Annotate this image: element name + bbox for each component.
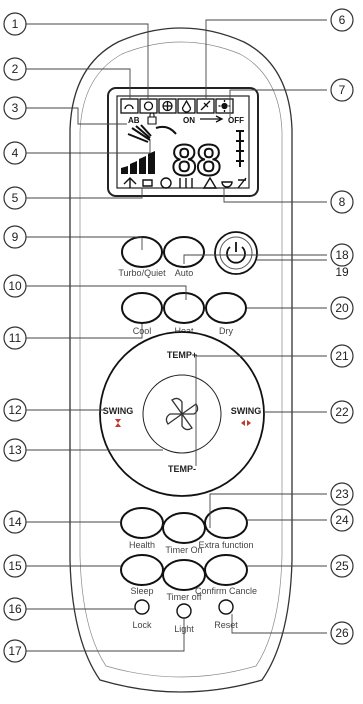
callout-1: 1	[12, 17, 19, 31]
callout-19: 19	[335, 265, 349, 279]
callout-10: 10	[8, 279, 22, 293]
lock-label: Lock	[132, 620, 152, 630]
temp-plus-button[interactable]: TEMP+	[167, 350, 197, 360]
lock-button[interactable]	[135, 600, 149, 614]
lcd-temperature-digits: 88	[172, 136, 221, 185]
callouts-right	[331, 9, 353, 644]
reset-button[interactable]	[219, 600, 233, 614]
heat-button[interactable]	[164, 293, 204, 323]
callout-22: 22	[335, 405, 349, 419]
confirm-cancel-label: Confirm Cancle	[195, 586, 257, 596]
lcd-ab-text: AB	[128, 116, 140, 125]
turbo-quiet-label: Turbo/Quiet	[118, 268, 166, 278]
callout-2: 2	[12, 62, 19, 76]
swing-horizontal-button[interactable]: SWING	[231, 406, 262, 416]
confirm-cancel-button[interactable]	[205, 555, 247, 585]
callout-14: 14	[8, 515, 22, 529]
callout-17: 17	[8, 644, 22, 658]
callout-26: 26	[335, 626, 349, 640]
health-label: Health	[129, 540, 155, 550]
extra-function-label: Extra function	[198, 540, 253, 550]
extra-function-button[interactable]	[205, 508, 247, 538]
temp-minus-button[interactable]: TEMP-	[168, 464, 196, 474]
light-button[interactable]	[177, 604, 191, 618]
sleep-label: Sleep	[130, 586, 153, 596]
swing-vertical-button[interactable]: SWING	[103, 406, 134, 416]
callout-9: 9	[12, 230, 19, 244]
dry-label: Dry	[219, 326, 233, 336]
callout-8: 8	[339, 195, 346, 209]
callout-18: 18	[335, 248, 349, 262]
callout-24: 24	[335, 513, 349, 527]
callout-5: 5	[12, 191, 19, 205]
reset-label: Reset	[214, 620, 238, 630]
callout-7: 7	[339, 83, 346, 97]
callout-4: 4	[12, 146, 19, 160]
callout-20: 20	[335, 301, 349, 315]
callout-25: 25	[335, 559, 349, 573]
callout-23: 23	[335, 487, 349, 501]
callout-11: 11	[9, 331, 22, 345]
health-button[interactable]	[121, 508, 163, 538]
callout-16: 16	[8, 602, 22, 616]
callout-3: 3	[12, 101, 19, 115]
timer-on-button[interactable]	[163, 513, 205, 543]
cool-button[interactable]	[122, 293, 162, 323]
callout-12: 12	[8, 403, 22, 417]
callout-6: 6	[339, 13, 346, 27]
lcd-on-text: ON	[183, 116, 195, 125]
dry-button[interactable]	[206, 293, 246, 323]
power-button[interactable]	[215, 232, 257, 274]
callout-13: 13	[8, 443, 22, 457]
auto-label: Auto	[175, 268, 194, 278]
sleep-button[interactable]	[121, 555, 163, 585]
lcd-off-text: OFF	[228, 116, 244, 125]
timer-on-label: Timer On	[165, 545, 202, 555]
callout-15: 15	[8, 559, 22, 573]
callout-21: 21	[335, 349, 349, 363]
